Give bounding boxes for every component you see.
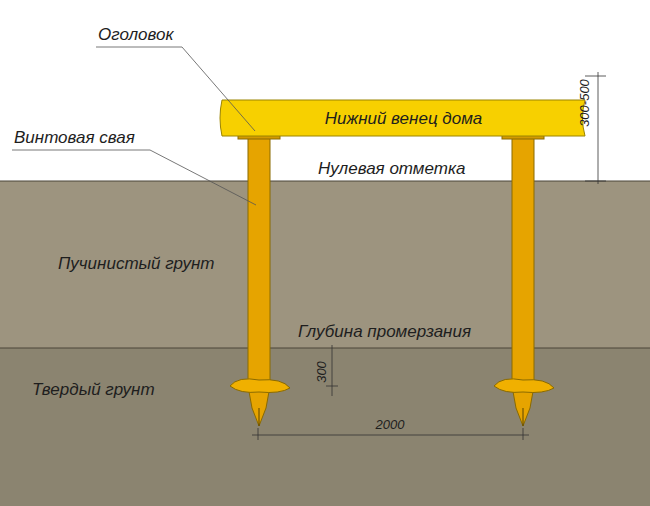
piles bbox=[230, 133, 554, 426]
ground-line bbox=[0, 181, 650, 182]
leader-lines bbox=[12, 47, 256, 205]
heaving-soil bbox=[0, 181, 650, 348]
node-label: Твердый грунт bbox=[32, 381, 155, 398]
dimension-lines bbox=[252, 72, 606, 440]
part-name: Винтовая свая bbox=[14, 129, 135, 146]
level-name: Глубина промерзания bbox=[298, 323, 471, 340]
dimension: 300-500 bbox=[578, 79, 591, 127]
dimension: 300 bbox=[315, 361, 328, 383]
level-name: Нулевая отметка bbox=[318, 160, 465, 177]
dimension: 2000 bbox=[376, 418, 405, 431]
house-beam bbox=[220, 100, 585, 136]
solid-soil bbox=[0, 348, 650, 506]
node-label: Пучинистый грунт bbox=[58, 255, 215, 272]
node-label: Нижний венец дома bbox=[325, 110, 483, 127]
beam-box: Нижний венец дома bbox=[222, 100, 585, 136]
part-name: Оголовок bbox=[98, 26, 174, 43]
frost-line bbox=[0, 348, 650, 349]
